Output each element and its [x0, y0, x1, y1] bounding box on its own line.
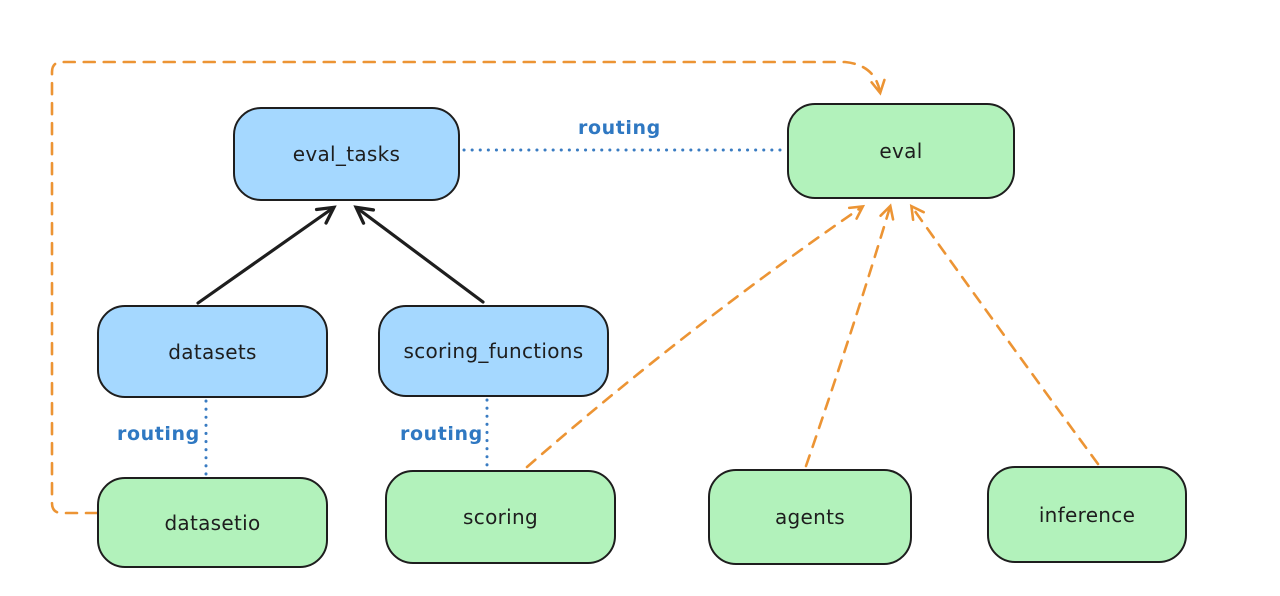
- edge-agents-to-eval: [804, 203, 895, 468]
- node-eval[interactable]: eval: [787, 103, 1015, 199]
- node-inference[interactable]: inference: [987, 466, 1187, 563]
- node-scoring-label: scoring: [463, 505, 538, 529]
- node-inference-label: inference: [1038, 502, 1136, 527]
- node-scoring[interactable]: scoring: [385, 470, 616, 564]
- edge-scoring-to-eval: [525, 204, 866, 469]
- edge-label-routing-scoring-functions-scoring: routing: [400, 423, 483, 445]
- node-datasets[interactable]: datasets: [97, 305, 328, 398]
- node-scoring-functions-label: scoring_functions: [403, 339, 584, 363]
- node-datasetio[interactable]: datasetio: [97, 477, 328, 568]
- node-eval-tasks[interactable]: eval_tasks: [233, 107, 460, 201]
- node-agents-label: agents: [775, 505, 845, 529]
- node-datasets-label: datasets: [168, 339, 257, 364]
- edge-inference-to-eval: [909, 203, 1100, 466]
- edge-datasets-to-eval-tasks: [196, 208, 333, 305]
- node-eval-label: eval: [879, 139, 923, 163]
- node-datasetio-label: datasetio: [164, 510, 261, 535]
- edge-scoring-functions-to-eval-tasks: [357, 208, 485, 304]
- edge-label-routing-datasets-datasetio: routing: [117, 423, 200, 445]
- edge-datasetio-to-eval: [50, 60, 886, 515]
- node-scoring-functions[interactable]: scoring_functions: [378, 305, 609, 397]
- edge-label-routing-eval-tasks-eval: routing: [578, 117, 661, 139]
- node-eval-tasks-label: eval_tasks: [292, 142, 401, 166]
- node-agents[interactable]: agents: [708, 469, 912, 565]
